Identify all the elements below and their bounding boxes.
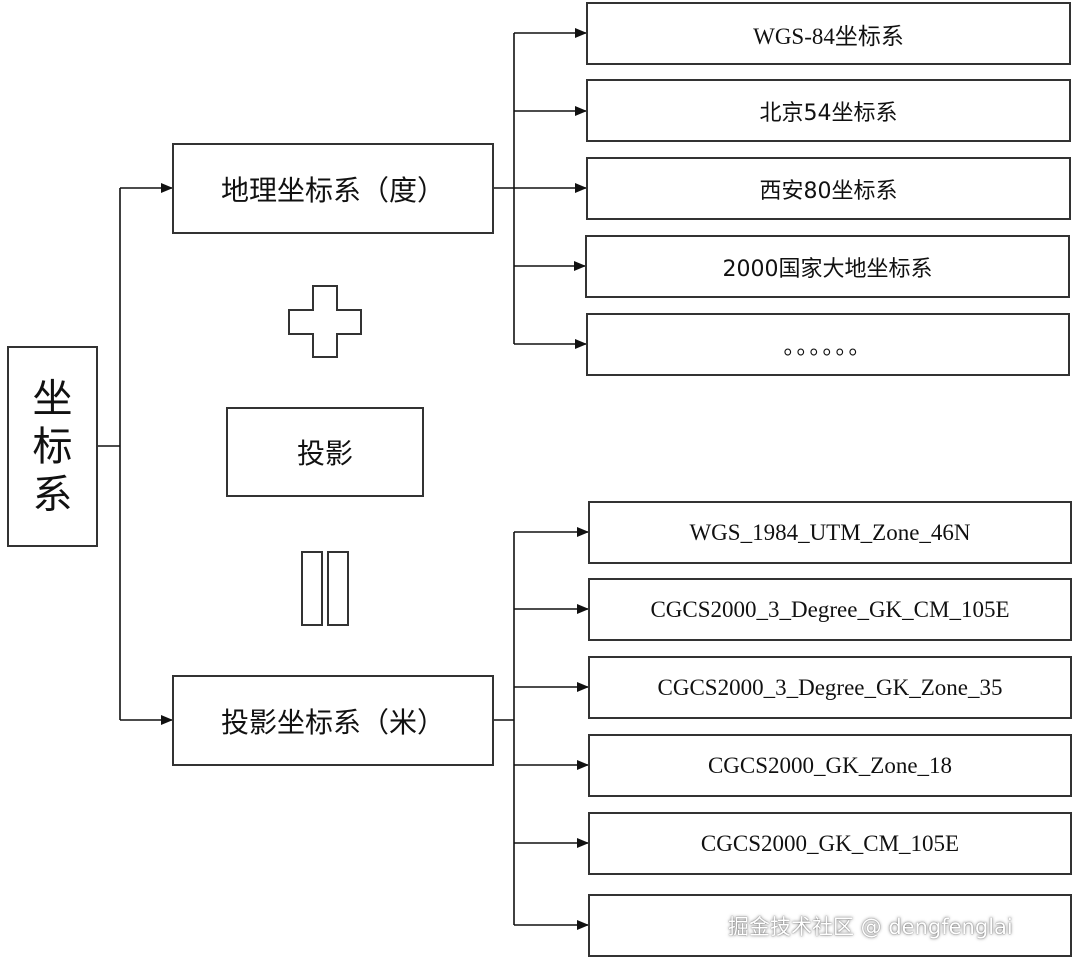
root-char-2: 标 <box>32 423 73 470</box>
geographic-item-wgs84: WGS-84坐标系 <box>586 2 1071 65</box>
geographic-item-xian80: 西安80坐标系 <box>586 157 1071 220</box>
equals-symbol <box>301 551 323 626</box>
projected-item-wgs84-utm: WGS_1984_UTM_Zone_46N <box>588 501 1072 564</box>
root-char-3: 系 <box>32 471 73 518</box>
root-node-box: 坐 标 系 <box>7 346 98 547</box>
projected-item-cgcs2000-gk-cm: CGCS2000_GK_CM_105E <box>588 812 1072 875</box>
projected-item-empty <box>588 894 1072 957</box>
geographic-item-beijing54: 北京54坐标系 <box>586 79 1071 142</box>
plus-symbol <box>288 285 362 358</box>
projection-box: 投影 <box>226 407 424 497</box>
geographic-coordinate-system-box: 地理坐标系（度） <box>172 143 494 234</box>
projected-item-cgcs2000-3deg-cm: CGCS2000_3_Degree_GK_CM_105E <box>588 578 1072 641</box>
geographic-item-cgcs2000: 2000国家大地坐标系 <box>585 235 1070 298</box>
watermark-text: 掘金技术社区 @ dengfenglai <box>728 915 1013 939</box>
root-char-1: 坐 <box>32 375 73 422</box>
projected-item-cgcs2000-3deg-zone: CGCS2000_3_Degree_GK_Zone_35 <box>588 656 1072 719</box>
projected-coordinate-system-box: 投影坐标系（米） <box>172 675 494 766</box>
geographic-item-ellipsis: 。。。。。。 <box>586 313 1070 376</box>
projected-item-cgcs2000-gk-zone: CGCS2000_GK_Zone_18 <box>588 734 1072 797</box>
